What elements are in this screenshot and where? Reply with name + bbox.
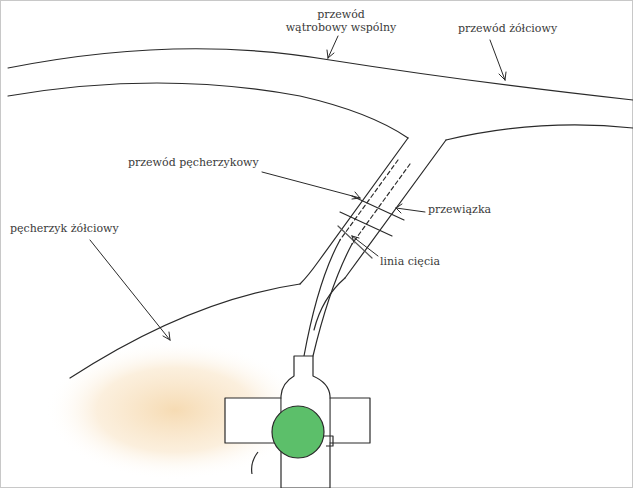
- leader-arrow: [327, 36, 338, 58]
- catheter-tube: [313, 244, 352, 356]
- catheter-dashed: [340, 160, 398, 240]
- duct-upper-wall: [8, 49, 633, 100]
- part-label: przewiązka: [428, 203, 538, 216]
- leader-arrow: [352, 236, 378, 256]
- ligature: [340, 212, 392, 236]
- duct-lower-wall-right: [446, 125, 633, 140]
- part-label: przewód wątrobowy wspólny: [285, 8, 397, 34]
- valve-handle: [323, 436, 333, 446]
- leader-arrow: [262, 172, 360, 199]
- part-label: przewód pęcherzykowy: [128, 156, 288, 169]
- leader-arrow: [490, 40, 506, 80]
- catheter-tube: [304, 240, 340, 356]
- leader-arrow: [90, 240, 170, 340]
- part-label: linia cięcia: [380, 255, 490, 268]
- gallbladder-wall: [70, 284, 300, 378]
- valve-stroke: [252, 452, 258, 474]
- cut-line: [338, 226, 372, 258]
- part-label: przewód żółciowy: [458, 22, 588, 35]
- leader-arrow: [396, 204, 425, 213]
- duct-lower-wall-left: [8, 83, 408, 138]
- part-label: pęcherzyk żółciowy: [10, 222, 150, 235]
- valve: [272, 406, 324, 458]
- gallbladder-wall: [314, 278, 345, 330]
